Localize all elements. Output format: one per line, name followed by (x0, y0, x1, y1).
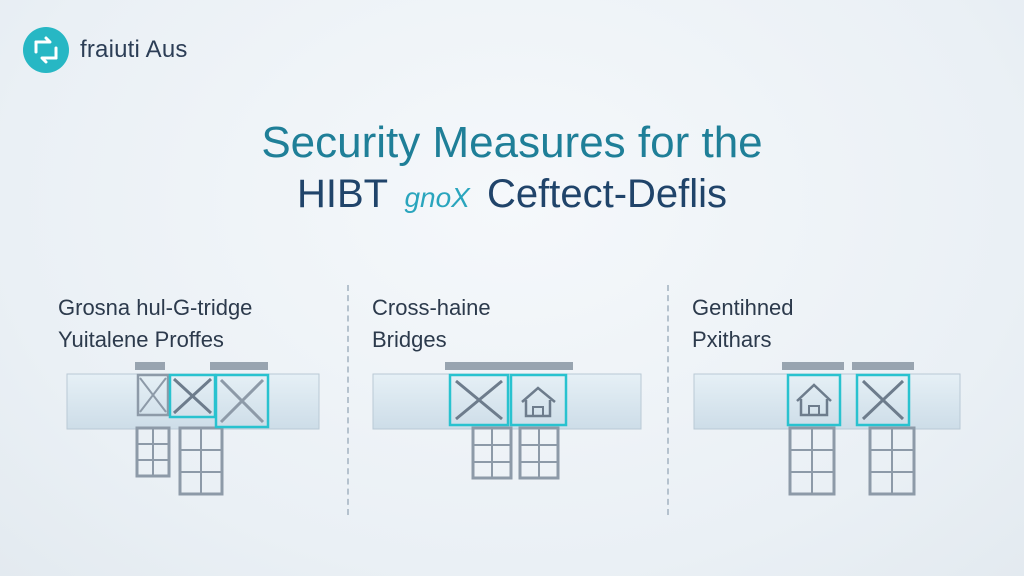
panel-1-bridge (66, 362, 320, 496)
title-defi: Ceftect-Deflis (486, 172, 728, 216)
pillar-cap (135, 362, 165, 370)
x-box-icon (214, 373, 270, 429)
x-box-icon (136, 373, 170, 417)
pillar-cap (782, 362, 844, 370)
page-title-line-2: HIBT gnoX Ceftect-Deflis (0, 172, 1024, 217)
page-title-line-1: Security Measures for the (261, 118, 763, 167)
house-icon (786, 373, 842, 427)
x-box-icon (855, 373, 911, 427)
divider-1 (347, 285, 349, 515)
pillar-cap (852, 362, 914, 370)
divider-2 (667, 285, 669, 515)
panel-1-label: Grosna hul-G-tridge Yuitalene Proffes (58, 295, 253, 352)
pillar-cap (445, 362, 573, 370)
bridge-deck (66, 373, 320, 430)
panel-3-bridge (693, 362, 961, 496)
arrows-cycle-icon (23, 27, 69, 73)
title-hibt: HIBT (296, 172, 388, 216)
x-box-icon (448, 373, 510, 427)
panel-3-label: Gentihned Pxithars (692, 295, 794, 352)
house-icon (509, 373, 568, 427)
brand-name: fraiuti Aus (80, 36, 188, 63)
brand-logo[interactable]: fraiuti Aus (22, 26, 188, 74)
panel-2-bridge (372, 362, 642, 480)
pillar-cap (210, 362, 268, 370)
panel-2-label: Cross-haine Bridges (372, 295, 491, 352)
title-scribble: gnoX (404, 182, 470, 213)
